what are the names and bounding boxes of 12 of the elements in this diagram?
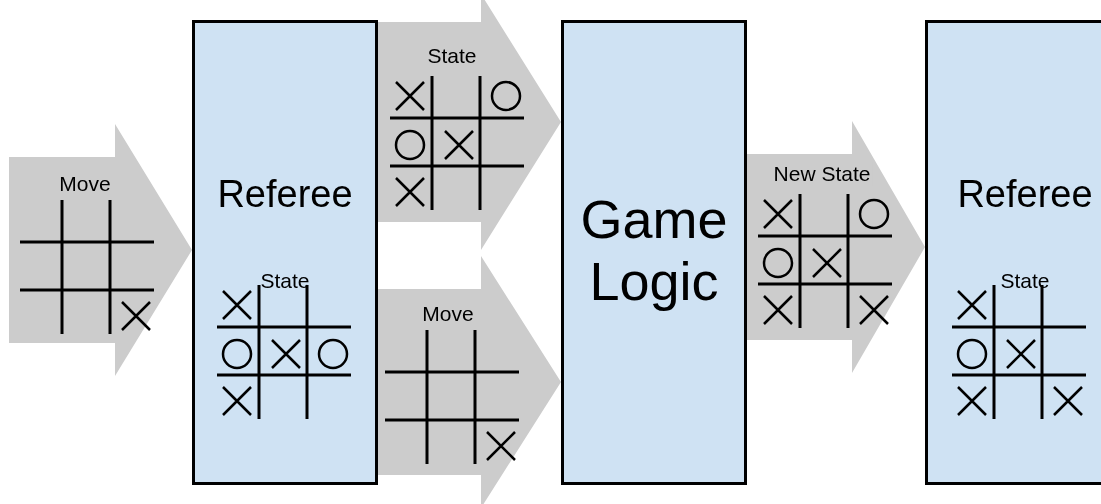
box-subtitle: State [259,269,311,293]
process-box [925,20,1101,485]
box-title: Referee [216,173,354,217]
box-subtitle: State [999,269,1051,293]
block-arrow [378,0,561,250]
box-title: Game Logic [579,188,729,313]
block-arrow [9,124,192,376]
process-box [192,20,378,485]
block-arrow [378,256,561,504]
box-title: Referee [956,173,1094,217]
process-box [561,20,747,485]
block-arrow [747,121,925,373]
